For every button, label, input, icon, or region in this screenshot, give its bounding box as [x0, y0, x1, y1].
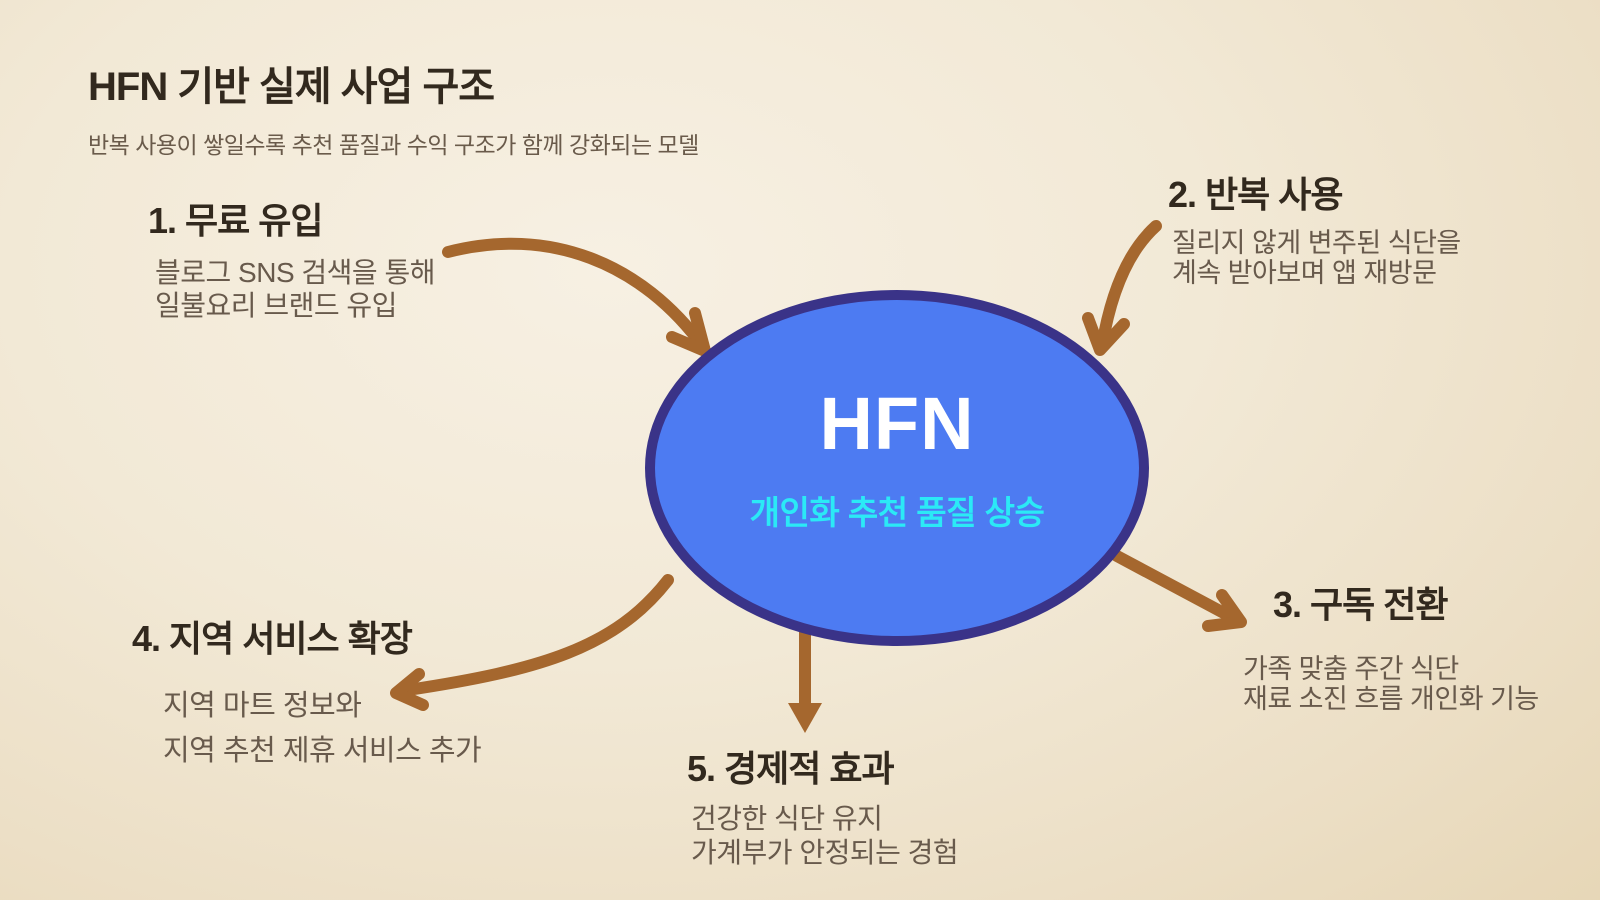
- detail-line: 건강한 식단 유지: [691, 803, 883, 834]
- detail-line: 지역 추천 제휴 서비스 추가: [163, 735, 482, 767]
- node-free-inflow: 1. 무료 유입 블로그 SNS 검색을 통해 일불요리 브랜드 유입: [148, 192, 436, 322]
- arrow-hfn-to-local-expansion: [402, 574, 674, 696]
- hfn-center-title: HFN: [819, 381, 975, 465]
- node-local-service-expansion-title: 4. 지역 서비스 확장: [132, 618, 413, 659]
- arrow-hfn-to-subscription: [1111, 550, 1241, 625]
- detail-line: 가계부가 안정되는 경험: [691, 837, 959, 868]
- node-economic-effect-detail: 건강한 식단 유지 가계부가 안정되는 경험: [691, 802, 959, 870]
- node-subscription-conversion-detail: 가족 맞춤 주간 식단 재료 소진 흐름 개인화 기능: [1243, 654, 1539, 714]
- detail-line: 가족 맞춤 주간 식단: [1243, 654, 1459, 684]
- diagram-header: HFN 기반 실제 사업 구조 반복 사용이 쌓일수록 추천 품질과 수익 구조…: [88, 54, 699, 160]
- detail-line: 블로그 SNS 검색을 통해: [155, 257, 436, 288]
- node-repeat-usage-title: 2. 반복 사용: [1168, 174, 1344, 215]
- arrow-repeat-usage-to-hfn: [1096, 220, 1162, 352]
- detail-line: 지역 마트 정보와: [163, 690, 362, 722]
- node-subscription-conversion-title: 3. 구독 전환: [1273, 584, 1449, 625]
- node-subscription-conversion: 3. 구독 전환 가족 맞춤 주간 식단 재료 소진 흐름 개인화 기능: [1243, 576, 1539, 714]
- arrow-free-inflow-to-hfn: [442, 237, 710, 354]
- arrow-repeat-usage-to-hfn-head: [1082, 312, 1130, 356]
- detail-line: 질리지 않게 변주된 식단을: [1172, 228, 1461, 258]
- node-free-inflow-title: 1. 무료 유입: [148, 200, 324, 241]
- node-repeat-usage: 2. 반복 사용 질리지 않게 변주된 식단을 계속 받아보며 앱 재방문: [1168, 166, 1461, 288]
- hfn-center-subtitle: 개인화 추천 품질 상승: [749, 493, 1045, 531]
- detail-line: 일불요리 브랜드 유입: [155, 290, 397, 321]
- arrow-hfn-to-subscription-head: [1202, 589, 1247, 632]
- hfn-center-node: HFN 개인화 추천 품질 상승: [645, 290, 1149, 646]
- node-local-service-expansion-detail: 지역 마트 정보와 지역 추천 제휴 서비스 추가: [163, 684, 482, 774]
- node-economic-effect-title: 5. 경제적 효과: [687, 748, 895, 789]
- node-free-inflow-detail: 블로그 SNS 검색을 통해 일불요리 브랜드 유입: [155, 256, 436, 322]
- page-subtitle: 반복 사용이 쌓일수록 추천 품질과 수익 구조가 함께 강화되는 모델: [88, 132, 699, 158]
- node-local-service-expansion: 4. 지역 서비스 확장 지역 마트 정보와 지역 추천 제휴 서비스 추가: [132, 610, 482, 774]
- node-repeat-usage-detail: 질리지 않게 변주된 식단을 계속 받아보며 앱 재방문: [1172, 228, 1461, 288]
- detail-line: 계속 받아보며 앱 재방문: [1172, 258, 1437, 288]
- page-title: HFN 기반 실제 사업 구조: [88, 65, 495, 109]
- arrow-hfn-to-economic-effect-head: [788, 703, 822, 733]
- detail-line: 재료 소진 흐름 개인화 기능: [1243, 684, 1539, 714]
- node-economic-effect: 5. 경제적 효과 건강한 식단 유지 가계부가 안정되는 경험: [687, 740, 959, 870]
- arrow-hfn-to-local-expansion-head: [390, 668, 429, 711]
